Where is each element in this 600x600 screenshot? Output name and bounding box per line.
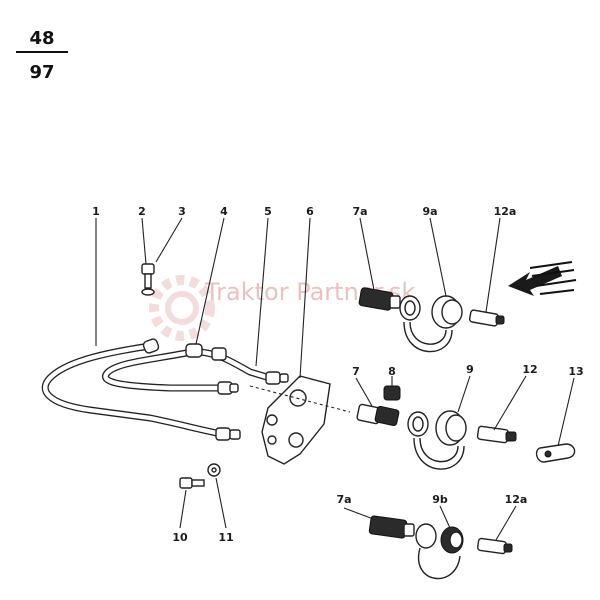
valve-7 <box>356 403 400 427</box>
bolt-10 <box>179 477 205 489</box>
watermark-gear-icon <box>149 275 215 341</box>
header-bottom-number: 97 <box>29 62 54 83</box>
bolt-2 <box>141 263 155 289</box>
coupling-12a-top <box>468 309 505 327</box>
callout-8: 8 <box>388 365 396 378</box>
callout-13: 13 <box>568 365 583 378</box>
pipe-end-fitting <box>142 338 289 441</box>
leader-lines <box>95 217 575 541</box>
callout-12a-bottom: 12a <box>505 493 528 506</box>
washer-11 <box>207 463 221 477</box>
callout-7: 7 <box>352 365 360 378</box>
direction-arrow-icon <box>508 261 577 296</box>
valve-7a-bottom <box>368 515 415 539</box>
bracket-plate-6 <box>261 375 331 465</box>
dust-cap-9 <box>413 410 467 470</box>
pipe-1 <box>41 342 226 438</box>
pipe-5 <box>196 348 274 382</box>
coupling-12a-bottom <box>476 537 513 555</box>
callout-10: 10 <box>172 531 188 544</box>
callout-9a: 9a <box>422 205 437 218</box>
callout-12: 12 <box>522 363 537 376</box>
pipe-4 <box>102 348 224 392</box>
clamp-13 <box>535 443 576 463</box>
callout-9b: 9b <box>432 493 448 506</box>
dust-cap-9a <box>403 295 463 353</box>
seal-ring-9 <box>407 411 429 437</box>
callout-6: 6 <box>306 205 314 218</box>
callout-3: 3 <box>178 205 186 218</box>
callout-12a-top: 12a <box>494 205 517 218</box>
callout-5: 5 <box>264 205 272 218</box>
dust-cap-9b <box>440 526 464 554</box>
callout-4: 4 <box>220 205 228 218</box>
callout-9: 9 <box>466 363 474 376</box>
valve-7a-top <box>358 287 401 311</box>
callout-11: 11 <box>218 531 233 544</box>
seal-ring-9a <box>399 295 421 321</box>
washer-3 <box>141 288 155 296</box>
callout-7a-top: 7a <box>352 205 367 218</box>
callout-1: 1 <box>92 205 100 218</box>
callout-2: 2 <box>138 205 146 218</box>
plug-8 <box>383 385 401 401</box>
header-top-number: 48 <box>29 28 54 49</box>
coupling-12 <box>476 425 517 444</box>
callout-7a-bottom: 7a <box>336 493 351 506</box>
seal-ring-9b <box>415 523 461 580</box>
